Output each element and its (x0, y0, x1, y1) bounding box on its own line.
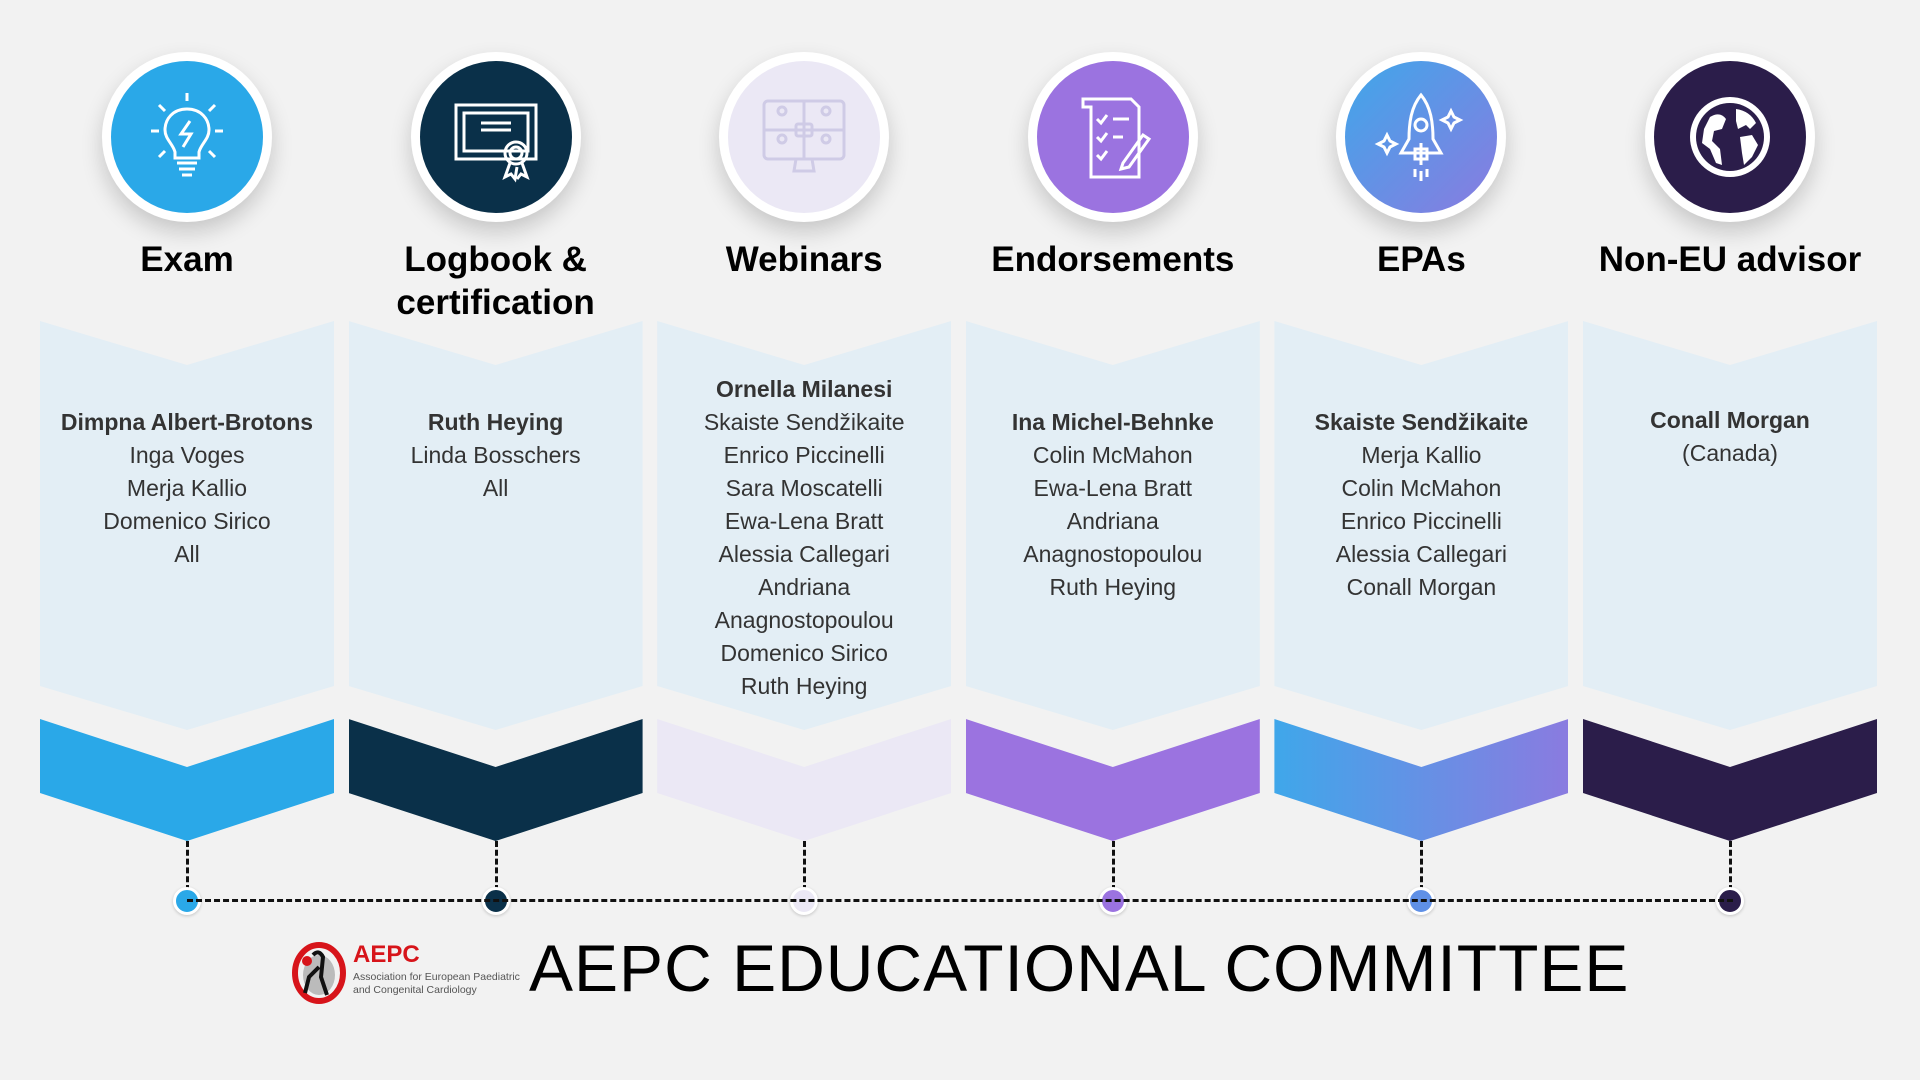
icon-badge (719, 52, 890, 222)
logo-subtitle-line: and Congenital Cardiology (353, 984, 477, 996)
column-title: Non-EU advisor (1598, 240, 1862, 279)
member-name: Inga Voges (129, 442, 245, 468)
icon-disc (1654, 61, 1806, 213)
member-name: (Canada) (1682, 440, 1778, 466)
logo-subtitle-line: Association for European Paediatric (353, 971, 520, 983)
member-name: Domenico Sirico (720, 640, 888, 666)
color-chevron (1274, 719, 1569, 841)
member-name: Ruth Heying (1049, 574, 1177, 600)
color-chevron (348, 719, 643, 841)
column-title: Logbook & certification (396, 240, 595, 322)
aepc-logo: AEPC Association for European Paediatric… (289, 937, 521, 1005)
members-panel (1274, 321, 1569, 730)
members-panel (348, 321, 643, 730)
member-name: Linda Bosschers (410, 442, 581, 468)
member-name: Enrico Piccinelli (723, 442, 885, 468)
icon-badge (1336, 52, 1507, 222)
timeline-dashed-line (187, 899, 1733, 902)
member-name: Colin McMahon (1341, 475, 1502, 501)
aepc-emblem-icon (292, 942, 346, 1004)
members-panel (40, 321, 334, 730)
member-name: Ina Michel-Behnke (1011, 409, 1214, 435)
member-name: Andriana (758, 574, 851, 600)
icon-disc (1345, 61, 1498, 213)
lightbulb-icon (151, 93, 223, 177)
member-name: Ruth Heying (427, 409, 564, 435)
icon-badge (1645, 52, 1815, 222)
column-title: Webinars (725, 240, 883, 279)
member-name: Skaiste Sendžikaite (703, 409, 905, 435)
member-name: Enrico Piccinelli (1340, 508, 1502, 534)
member-name: Alessia Callegari (1335, 541, 1508, 567)
icon-disc (111, 61, 263, 213)
member-name: Andriana (1066, 508, 1159, 534)
member-name: Domenico Sirico (103, 508, 271, 534)
member-name: Ruth Heying (740, 673, 868, 699)
member-name: Merja Kallio (126, 475, 248, 501)
icon-badge (102, 52, 272, 222)
column-title: EPAs (1376, 240, 1466, 279)
member-name: Skaiste Sendžikaite (1314, 409, 1529, 435)
color-chevron (965, 719, 1260, 841)
icon-disc (728, 61, 881, 213)
connector-dashed-line (1420, 841, 1424, 891)
rocket-icon (1375, 92, 1464, 181)
members-list: Conall Morgan (Canada) (1583, 404, 1877, 470)
color-chevron (1583, 719, 1877, 841)
logo-name: AEPC (353, 941, 420, 968)
icon-disc (1036, 61, 1189, 213)
connector-dashed-line (1111, 841, 1115, 891)
members-panel (965, 321, 1260, 730)
icon-disc (419, 61, 572, 213)
member-name: Anagnostopoulou (1023, 541, 1203, 567)
member-name: Colin McMahon (1032, 442, 1193, 468)
members-panel (1583, 321, 1877, 730)
connector-dashed-line (803, 841, 807, 891)
connector-dashed-line (494, 841, 498, 891)
member-name: All (174, 541, 200, 567)
video-conference-icon (762, 99, 846, 173)
member-name: Anagnostopoulou (714, 607, 894, 633)
connector-dashed-line (1729, 841, 1732, 891)
member-name: Dimpna Albert-Brotons (60, 409, 314, 435)
connector-dashed-line (186, 841, 189, 891)
member-name: Conall Morgan (1346, 574, 1497, 600)
member-name: Alessia Callegari (718, 541, 890, 567)
globe-icon (1690, 97, 1770, 177)
member-name: Sara Moscatelli (725, 475, 883, 501)
member-name: Merja Kallio (1361, 442, 1482, 468)
member-name: Ewa-Lena Bratt (724, 508, 884, 534)
color-chevron (40, 719, 334, 841)
members-panel (657, 321, 952, 730)
page-title: AEPC EDUCATIONAL COMMITTEE (529, 931, 1630, 1005)
logo-subtitle: Association for European Paediatric and … (353, 971, 520, 997)
certificate-icon (454, 103, 538, 183)
icon-badge (1027, 52, 1198, 222)
member-name: Ornella Milanesi (715, 376, 893, 402)
color-chevron (657, 719, 952, 841)
column-title: Exam (140, 240, 234, 279)
member-name: Conall Morgan (1650, 407, 1810, 433)
member-name: All (482, 475, 509, 501)
column-title: Endorsements (991, 240, 1235, 279)
checklist-pencil-icon (1081, 97, 1151, 179)
icon-badge (410, 52, 581, 222)
member-name: Ewa-Lena Bratt (1033, 475, 1193, 501)
